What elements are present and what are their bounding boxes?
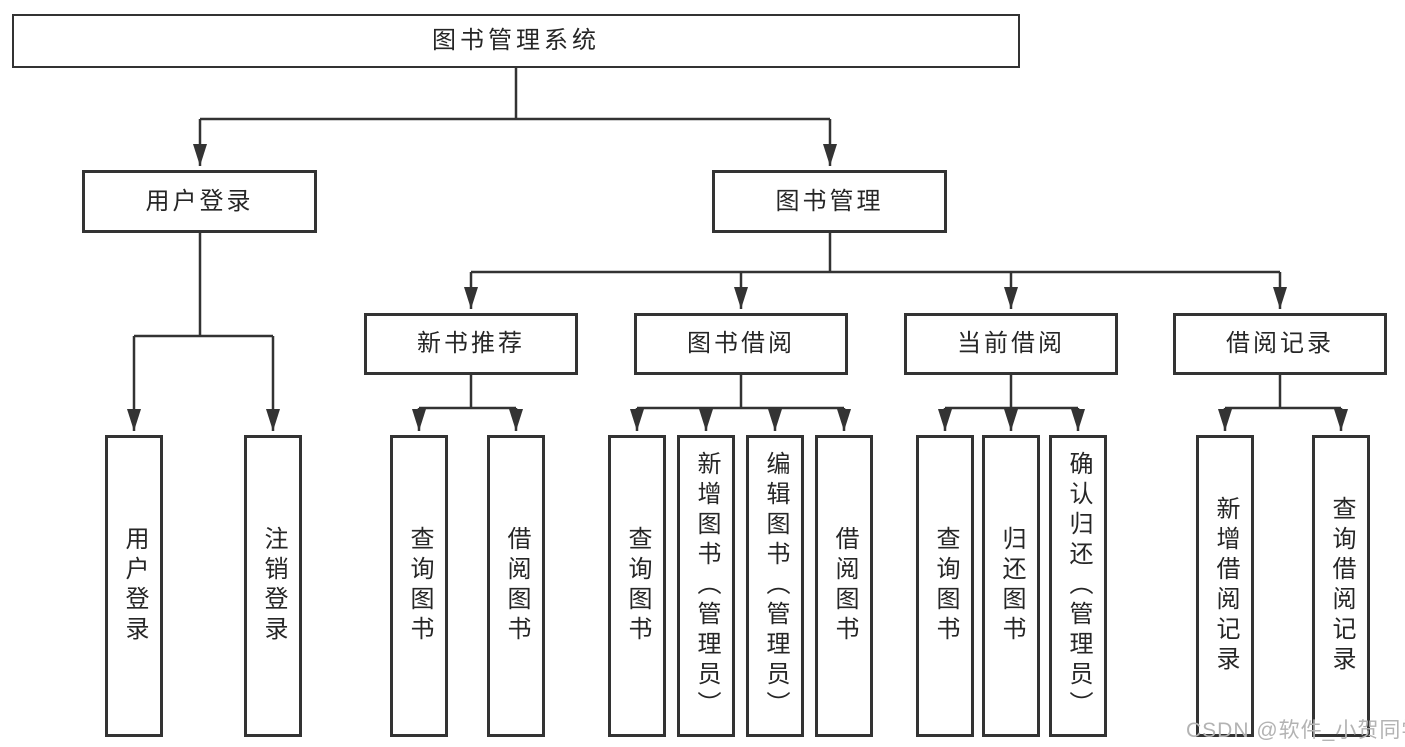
node-label: 借阅记录 <box>1226 330 1334 357</box>
node-current-borrow: 当前借阅 <box>904 313 1118 375</box>
leaf-borrow-add-book-admin: 新增图书（管理员） <box>677 435 735 737</box>
node-label: 归还图书 <box>998 526 1025 646</box>
node-label: 查询图书 <box>932 526 959 646</box>
node-root: 图书管理系统 <box>12 14 1020 68</box>
node-label: 新增图书（管理员） <box>693 451 720 721</box>
node-label: 新增借阅记录 <box>1212 496 1239 676</box>
leaf-recommend-borrow-book: 借阅图书 <box>487 435 545 737</box>
leaf-recommend-query-book: 查询图书 <box>390 435 448 737</box>
node-label: 用户登录 <box>145 187 254 215</box>
leaf-borrow-borrow-book: 借阅图书 <box>815 435 873 737</box>
node-label: 查询借阅记录 <box>1328 496 1355 676</box>
leaf-current-return-book: 归还图书 <box>982 435 1040 737</box>
node-book-management: 图书管理 <box>712 170 947 233</box>
leaf-records-add-record: 新增借阅记录 <box>1196 435 1254 737</box>
leaf-logout-login: 注销登录 <box>244 435 302 737</box>
node-label: 用户登录 <box>121 526 148 646</box>
edge-root-trunk <box>200 68 830 121</box>
node-user-login: 用户登录 <box>82 170 317 233</box>
node-label: 图书管理系统 <box>432 27 600 54</box>
leaf-borrow-query-book: 查询图书 <box>608 435 666 737</box>
leaf-user-login: 用户登录 <box>105 435 163 737</box>
node-label: 新书推荐 <box>417 330 525 357</box>
edge-current-trunk <box>945 375 1078 410</box>
edge-borrow-trunk <box>637 375 844 410</box>
csdn-watermark: CSDN @软件_小贺同学 <box>1186 719 1405 742</box>
node-label: 注销登录 <box>260 526 287 646</box>
node-label: 图书借阅 <box>687 330 795 357</box>
leaf-current-query-book: 查询图书 <box>916 435 974 737</box>
edge-user-trunk <box>134 233 273 338</box>
node-borrow-records: 借阅记录 <box>1173 313 1387 375</box>
node-label: 查询图书 <box>624 526 651 646</box>
leaf-records-query-record: 查询借阅记录 <box>1312 435 1370 737</box>
leaf-current-confirm-return-admin: 确认归还（管理员） <box>1049 435 1107 737</box>
node-label: 编辑图书（管理员） <box>762 451 789 721</box>
node-label: 查询图书 <box>406 526 433 646</box>
node-book-borrow: 图书借阅 <box>634 313 848 375</box>
node-new-book-recommend: 新书推荐 <box>364 313 578 375</box>
node-label: 当前借阅 <box>957 330 1065 357</box>
node-label: 借阅图书 <box>831 526 858 646</box>
node-label: 借阅图书 <box>503 526 530 646</box>
edge-records-trunk <box>1225 375 1341 410</box>
leaf-borrow-edit-book-admin: 编辑图书（管理员） <box>746 435 804 737</box>
node-label: 图书管理 <box>775 187 884 215</box>
edge-mgmt-trunk <box>471 233 1280 274</box>
edge-newbook-trunk <box>419 375 516 410</box>
node-label: 确认归还（管理员） <box>1065 451 1092 721</box>
